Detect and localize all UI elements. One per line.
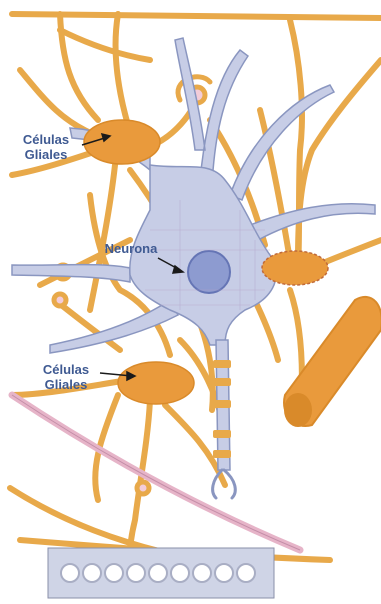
bead-row (48, 548, 274, 598)
label-glial-top-line2: Gliales (6, 147, 86, 162)
label-glial-top-line1: Células (6, 132, 86, 147)
glial-cell-top (84, 120, 160, 164)
nucleus (188, 251, 230, 293)
glial-process-cap (284, 393, 312, 427)
label-glial-bottom-line1: Células (26, 362, 106, 377)
label-glial-bottom-line2: Gliales (26, 377, 106, 392)
label-glial-cells-top: Células Gliales (6, 132, 86, 162)
label-glial-cells-bottom: Células Gliales (26, 362, 106, 392)
glial-cell-right (262, 251, 328, 285)
glial-cell-bottom (118, 362, 194, 404)
label-neuron-text: Neurona (86, 241, 176, 256)
label-neuron: Neurona (86, 241, 176, 256)
